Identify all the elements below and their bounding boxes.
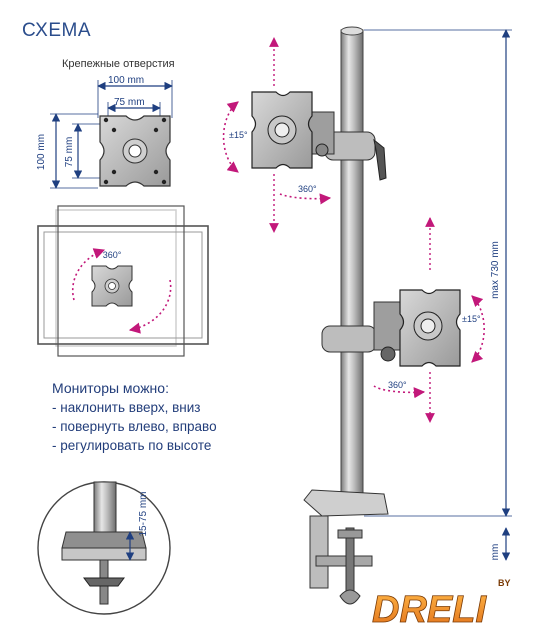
upper-monitor-mount: [251, 91, 387, 181]
bottom-dim-label: mm: [490, 544, 501, 561]
dreli-logo: DRELI BY: [372, 578, 511, 631]
dim-width-75: 75 mm: [114, 97, 145, 108]
page-title: СХЕМА: [22, 20, 91, 41]
monitor-rotation-detail: 360°: [37, 205, 209, 357]
dim-width-100: 100 mm: [108, 75, 145, 86]
dim-height-100: 100 mm: [36, 134, 47, 170]
rotation-360-label-detail: 360°: [103, 250, 122, 260]
max-height-dimension: max 730 mm mm: [364, 29, 512, 561]
monitor-stand: [251, 26, 461, 605]
desk-thickness-label: 15-75 mm: [138, 491, 149, 536]
dim-height-75: 75 mm: [64, 137, 75, 168]
logo-by: BY: [498, 578, 511, 588]
features-heading: Мониторы можно:: [52, 380, 169, 396]
tilt-15-label-upper: ±15°: [229, 130, 248, 140]
tilt-15-label-lower: ±15°: [462, 314, 481, 324]
mounting-holes-label: Крепежные отверстия: [62, 58, 175, 70]
clamp-detail-circle: 15-75 mm: [37, 481, 171, 615]
vesa-plate-detail: 100 mm 75 mm: [36, 80, 173, 189]
feature-item-tilt: - наклонить вверх, вниз: [52, 400, 201, 415]
rotation-360-label-upper: 360°: [298, 184, 317, 194]
feature-item-rotate: - повернуть влево, вправо: [52, 419, 217, 434]
max-height-label: max 730 mm: [490, 241, 501, 299]
movement-arrows: ±15° 360° ±15° 360°: [222, 37, 485, 423]
rotation-360-label-lower: 360°: [388, 380, 407, 390]
desk-clamp: [303, 489, 389, 605]
logo-text: DRELI: [372, 589, 487, 631]
lower-monitor-mount: [321, 289, 461, 367]
feature-item-height: - регулировать по высоте: [52, 438, 212, 453]
